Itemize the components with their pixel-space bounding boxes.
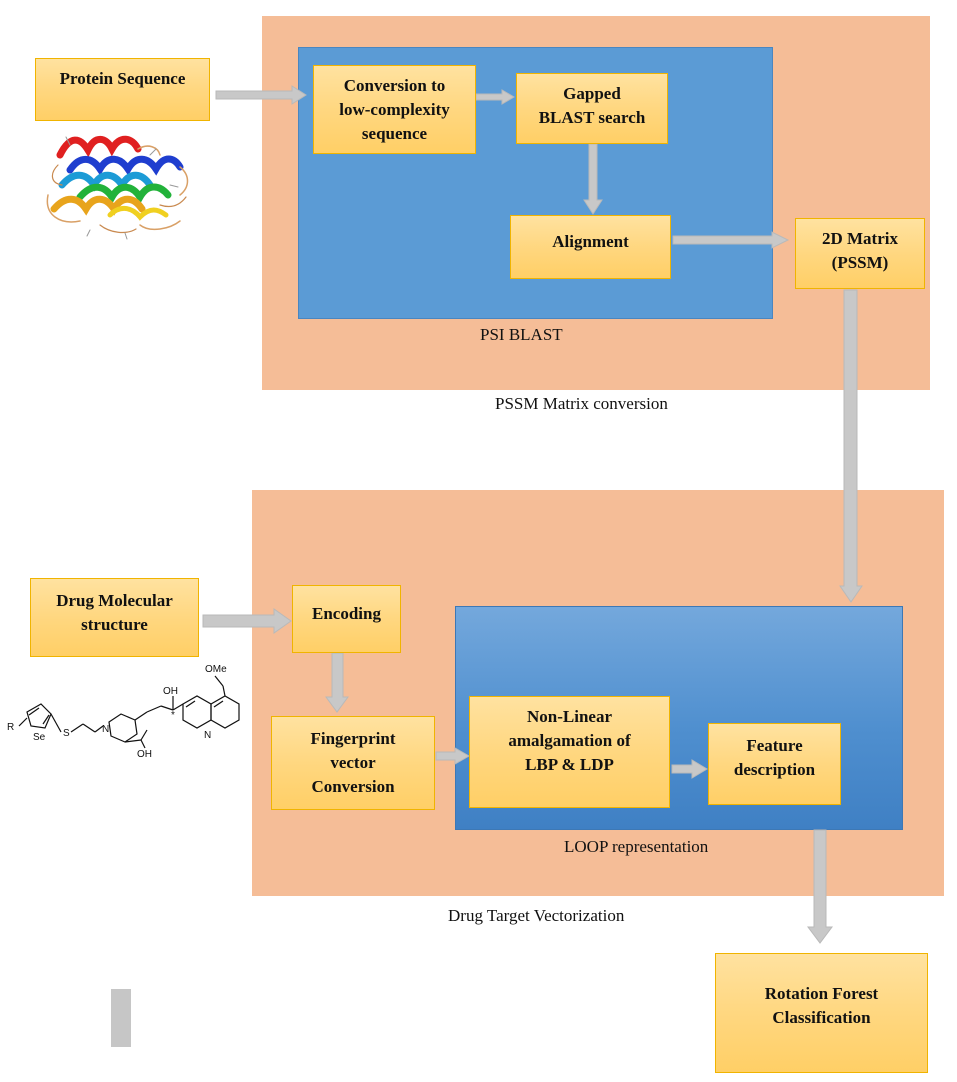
molecule-label-r: R bbox=[7, 722, 14, 733]
conversion-low-complexity-box: Conversion to low-complexity sequence bbox=[313, 65, 476, 154]
molecule-label-oh-top: OH bbox=[163, 686, 178, 697]
protein-structure-image bbox=[46, 135, 189, 240]
alignment-box: Alignment bbox=[510, 215, 671, 279]
arrow-drug-to-encoding bbox=[202, 608, 292, 634]
molecule-label-star: * bbox=[171, 710, 175, 721]
arrow-protein-to-conversion bbox=[215, 85, 307, 105]
dtv-region-caption: Drug Target Vectorization bbox=[448, 906, 625, 925]
drug-molecular-box: Drug Molecular structure bbox=[30, 578, 199, 657]
molecule-label-se: Se bbox=[33, 732, 46, 743]
pssm-region-caption: PSSM Matrix conversion bbox=[495, 394, 668, 413]
arrow-gapped-to-alignment bbox=[583, 143, 603, 215]
encoding-box: Encoding bbox=[292, 585, 401, 653]
arrow-fingerprint-to-nonlinear bbox=[435, 747, 471, 765]
drug-molecule-image: OMe OH * R Se S N N OH bbox=[7, 664, 240, 760]
gapped-blast-box: Gapped BLAST search bbox=[516, 73, 668, 144]
molecule-label-oh-bottom: OH bbox=[137, 749, 152, 760]
protein-sequence-box: Protein Sequence bbox=[35, 58, 210, 121]
arrow-matrix-to-loop bbox=[839, 289, 863, 603]
loop-caption: LOOP representation bbox=[564, 837, 709, 856]
nonlinear-box: Non-Linear amalgamation of LBP & LDP bbox=[469, 696, 670, 808]
molecule-label-n-quinoline: N bbox=[204, 730, 211, 741]
rotation-forest-box: Rotation Forest Classification bbox=[715, 953, 928, 1073]
fingerprint-box: Fingerprint vector Conversion bbox=[271, 716, 435, 810]
matrix-2d-box: 2D Matrix (PSSM) bbox=[795, 218, 925, 289]
molecule-label-ome: OMe bbox=[205, 664, 227, 675]
molecule-label-n-ring: N bbox=[102, 724, 109, 735]
feature-description-box: Feature description bbox=[708, 723, 841, 805]
psi-blast-caption: PSI BLAST bbox=[480, 325, 563, 344]
arrow-conversion-to-gapped bbox=[475, 89, 515, 105]
arrow-nonlinear-to-feature bbox=[671, 759, 708, 779]
molecule-label-s: S bbox=[63, 728, 70, 739]
arrow-loop-to-rotation-forest bbox=[807, 829, 833, 944]
grey-bar bbox=[111, 989, 131, 1047]
arrow-encoding-to-fingerprint bbox=[325, 652, 349, 713]
arrow-alignment-to-matrix bbox=[672, 231, 790, 249]
